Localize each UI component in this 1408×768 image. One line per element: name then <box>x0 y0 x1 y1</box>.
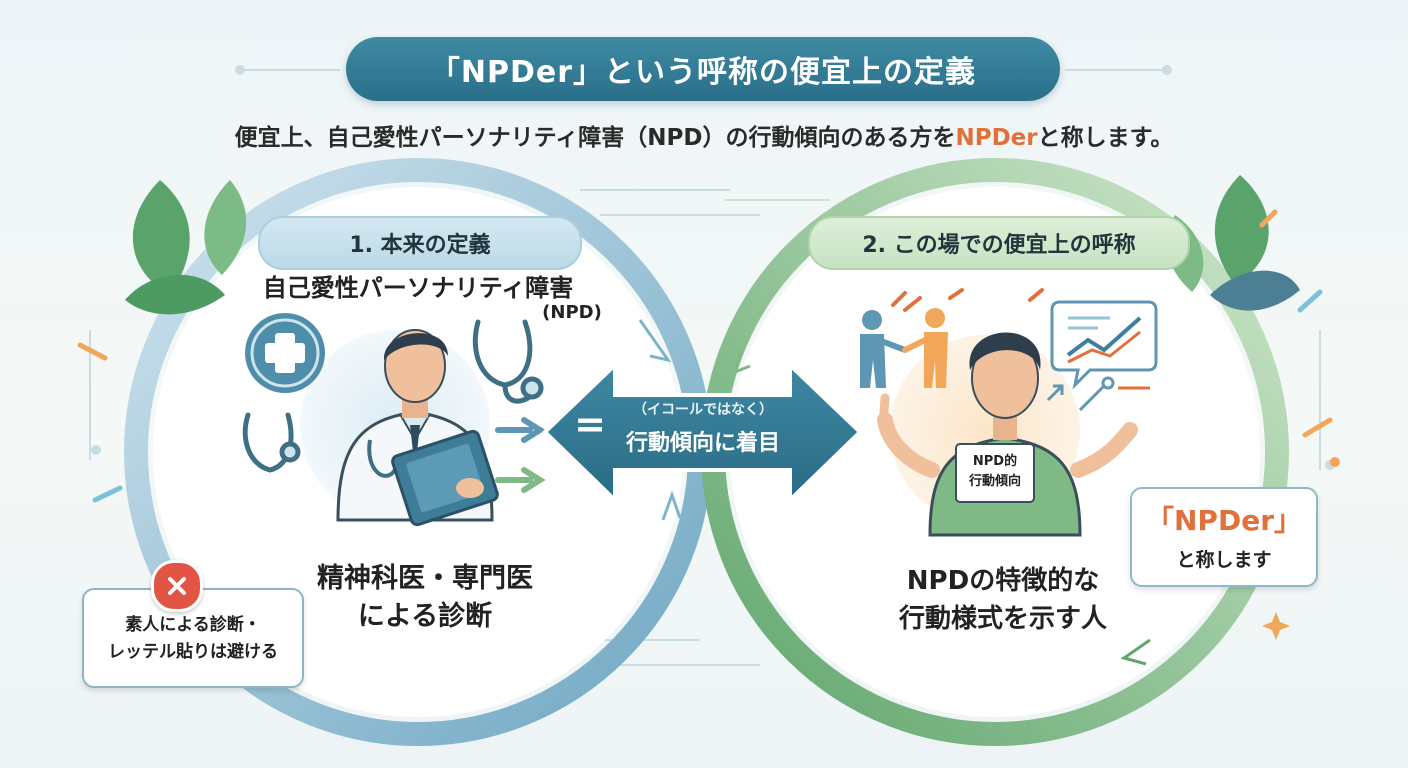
title-banner: 「NPDer」という呼称の便宜上の定義 <box>346 37 1060 101</box>
doctor-illustration <box>336 329 499 527</box>
warning-line-1: 素人による診断・ <box>125 615 261 635</box>
npder-callout: 「NPDer」 と称します <box>1130 487 1318 587</box>
people-interaction-icon <box>860 308 948 388</box>
leaf-left-icon <box>125 180 247 315</box>
desc-line-2: 行動様式を示す人 <box>898 604 1107 634</box>
x-mark-icon <box>151 560 203 612</box>
diagnosis-text: 精神科医・専門医 による診断 <box>300 560 550 636</box>
right-section-header: 2. この場での便宜上の呼称 <box>808 216 1190 270</box>
double-arrow <box>542 360 863 505</box>
page-title: 「NPDer」という呼称の便宜上の定義 <box>429 55 977 90</box>
left-section-header: 1. 本来の定義 <box>258 216 582 270</box>
x-mark-glyph <box>168 577 186 595</box>
diagnosis-line-2: による診断 <box>357 601 493 632</box>
warning-line-2: レッテル貼りは避ける <box>108 642 278 662</box>
shirt-line-2: 行動傾向 <box>968 474 1021 489</box>
desc-line-1: NPDの特徴的な <box>906 566 1100 596</box>
npder-suffix: と称します <box>1176 549 1272 571</box>
subtitle-suffix: と称します。 <box>1037 125 1174 151</box>
warning-text: 素人による診断・ レッテル貼りは避ける <box>84 612 302 666</box>
npder-name: 「NPDer」 <box>1146 504 1302 537</box>
center-label: 行動傾向に着目 <box>625 431 780 456</box>
diagnosis-line-1: 精神科医・専門医 <box>317 563 533 594</box>
npd-abbrev: (NPD) <box>542 302 602 323</box>
shirt-line-1: NPD的 <box>972 454 1018 469</box>
subtitle-accent: NPDer <box>955 125 1038 151</box>
equals-symbol: = <box>574 402 606 446</box>
subtitle: 便宜上、自己愛性パーソナリティ障害（NPD）の行動傾向のある方をNPDerと称し… <box>0 118 1408 152</box>
trend-chart-icon <box>1050 300 1158 390</box>
shirt-label: NPD的 行動傾向 <box>956 452 1034 492</box>
person-illustration <box>877 332 1138 537</box>
center-note: （イコールではなく） <box>633 402 773 418</box>
medical-cross-icon <box>245 313 325 393</box>
npd-name: 自己愛性パーソナリティ障害 <box>262 274 574 302</box>
stethoscope-icon <box>242 319 544 473</box>
right-description: NPDの特徴的な 行動様式を示す人 <box>868 562 1138 638</box>
subtitle-prefix: 便宜上、自己愛性パーソナリティ障害（NPD）の行動傾向のある方を <box>234 125 956 151</box>
